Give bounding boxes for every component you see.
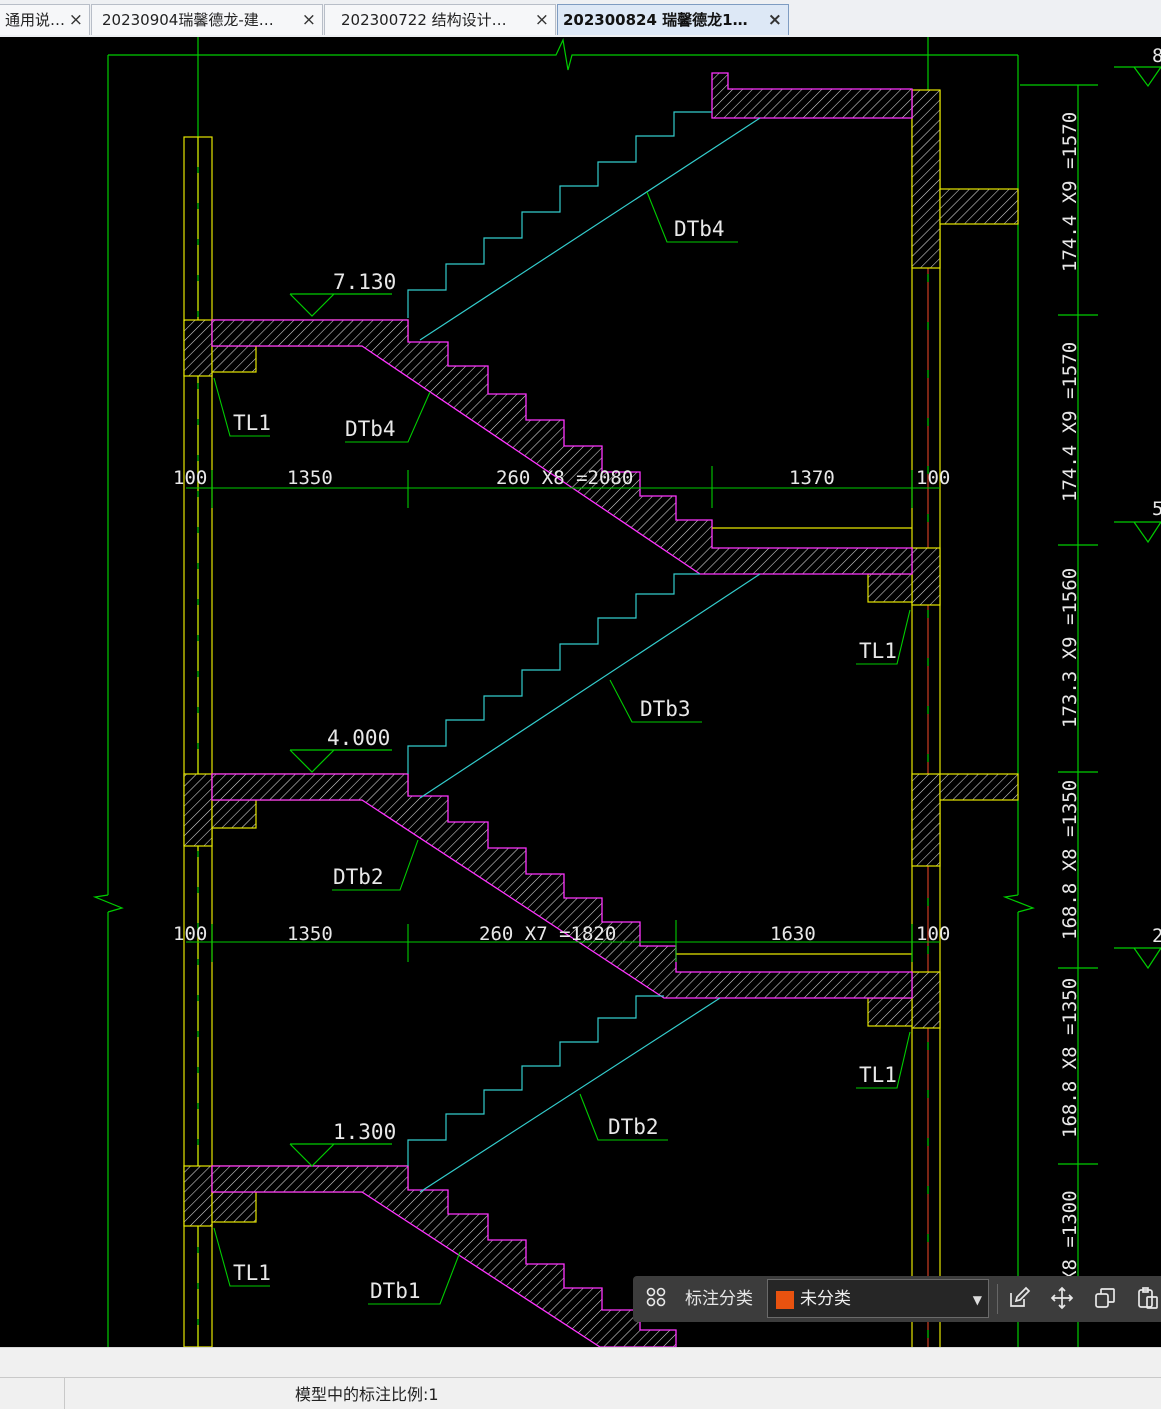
tab-20230904[interactable]: 20230904瑞馨德龙-建… × bbox=[91, 4, 323, 35]
toolbar-divider bbox=[997, 1284, 998, 1314]
edge-mark: 8 bbox=[1152, 45, 1161, 67]
dim-text: 100 bbox=[173, 923, 207, 945]
label-dtb4-top: DTb4 bbox=[674, 217, 725, 241]
dim-text: 100 bbox=[916, 467, 950, 489]
tab-label: 202300824 瑞馨德龙1… bbox=[563, 11, 748, 29]
leader-lines bbox=[213, 191, 911, 1305]
copy-icon[interactable] bbox=[1092, 1286, 1118, 1312]
grid-icon[interactable] bbox=[643, 1286, 669, 1312]
vdim-text: 174.4 X9 =1570 bbox=[1059, 342, 1081, 502]
vertical-dim-text: 174.4 X9 =1570 174.4 X9 =1570 173.3 X9 =… bbox=[1059, 112, 1081, 1282]
drawing-text: 7.130 4.000 1.300 DTb4 DTb4 DTb3 DTb2 DT… bbox=[233, 217, 897, 1303]
vertical-dim-ticks bbox=[1020, 84, 1098, 1165]
tab-label: 20230904瑞馨德龙-建… bbox=[102, 11, 274, 29]
dim-text: 260 X7 =1820 bbox=[479, 923, 616, 945]
label-tl1-a: TL1 bbox=[233, 411, 271, 435]
elevation-4000: 4.000 bbox=[327, 726, 390, 750]
category-value: 未分类 bbox=[800, 1289, 851, 1309]
tab-202300824[interactable]: 202300824 瑞馨德龙1… × bbox=[557, 4, 789, 35]
cut-flights bbox=[211, 319, 913, 1347]
move-icon[interactable] bbox=[1049, 1286, 1075, 1312]
top-landing bbox=[711, 72, 913, 119]
horizontal-scrollbar[interactable] bbox=[0, 1347, 1161, 1378]
dim-text: 100 bbox=[916, 923, 950, 945]
chevron-down-icon: ▼ bbox=[972, 1293, 982, 1307]
annotation-toolbar: 标注分类 未分类 ▼ bbox=[633, 1276, 1161, 1322]
label-dtb3: DTb3 bbox=[640, 697, 691, 721]
dim-text: 1350 bbox=[287, 467, 333, 489]
edge-mark: 2 bbox=[1152, 925, 1161, 947]
edge-mark-text: 8 5 2 bbox=[1152, 45, 1161, 947]
elevation-7130: 7.130 bbox=[333, 270, 396, 294]
label-tl1-c: TL1 bbox=[859, 1063, 897, 1087]
dim-text: 1350 bbox=[287, 923, 333, 945]
vdim-text: 174.4 X9 =1570 bbox=[1059, 112, 1081, 272]
cad-drawing-canvas[interactable]: 7.130 4.000 1.300 DTb4 DTb4 DTb3 DTb2 DT… bbox=[0, 37, 1161, 1347]
tab-202300722[interactable]: 202300722 结构设计… × bbox=[324, 4, 556, 35]
vdim-text: 168.8 X8 =1350 bbox=[1059, 978, 1081, 1138]
label-dtb2-left: DTb2 bbox=[333, 865, 384, 889]
paste-icon[interactable] bbox=[1135, 1286, 1161, 1312]
category-select[interactable]: 未分类 ▼ bbox=[767, 1279, 989, 1318]
edit-icon[interactable] bbox=[1006, 1286, 1032, 1312]
walls bbox=[183, 90, 941, 1347]
close-icon[interactable]: × bbox=[534, 10, 549, 30]
edge-mark: 5 bbox=[1152, 498, 1161, 520]
tab-bar: 通用说… × 20230904瑞馨德龙-建… × 202300722 结构设计…… bbox=[0, 0, 1161, 38]
label-dtb1: DTb1 bbox=[370, 1279, 421, 1303]
vdim-text: 173.3 X9 =1560 bbox=[1059, 568, 1081, 728]
close-icon[interactable]: × bbox=[68, 10, 83, 30]
elevation-marks bbox=[289, 293, 392, 1167]
tab-general-notes[interactable]: 通用说… × bbox=[0, 4, 90, 35]
label-tl1-d: TL1 bbox=[233, 1261, 271, 1285]
dim-text: 1630 bbox=[770, 923, 816, 945]
label-dtb2-right: DTb2 bbox=[608, 1115, 659, 1139]
visible-flights bbox=[407, 111, 912, 1193]
status-divider bbox=[64, 1378, 65, 1409]
elevation-1300: 1.300 bbox=[333, 1120, 396, 1144]
tab-label: 202300722 结构设计… bbox=[341, 11, 507, 29]
category-color-swatch bbox=[776, 1291, 794, 1309]
close-icon[interactable]: × bbox=[767, 10, 782, 30]
label-tl1-b: TL1 bbox=[859, 639, 897, 663]
dim-text: 100 bbox=[173, 467, 207, 489]
vdim-text: 168.8 X8 =1350 bbox=[1059, 780, 1081, 940]
annotation-category-label: 标注分类 bbox=[685, 1289, 753, 1309]
dim-text: 260 X8 =2080 bbox=[496, 467, 633, 489]
annotation-scale-text: 模型中的标注比例:1 bbox=[295, 1385, 439, 1404]
status-bar: 模型中的标注比例:1 bbox=[0, 1377, 1161, 1409]
tab-label: 通用说… bbox=[5, 11, 66, 29]
vdim-text: X8 =1300 bbox=[1059, 1190, 1081, 1282]
edge-level-marks bbox=[1114, 66, 1161, 970]
horizontal-dim-text: 100 1350 260 X8 =2080 1370 100 100 1350 … bbox=[173, 467, 950, 945]
dim-text: 1370 bbox=[789, 467, 835, 489]
close-icon[interactable]: × bbox=[301, 10, 316, 30]
horizontal-dim-lines bbox=[186, 466, 940, 962]
label-dtb4-bottom: DTb4 bbox=[345, 417, 396, 441]
